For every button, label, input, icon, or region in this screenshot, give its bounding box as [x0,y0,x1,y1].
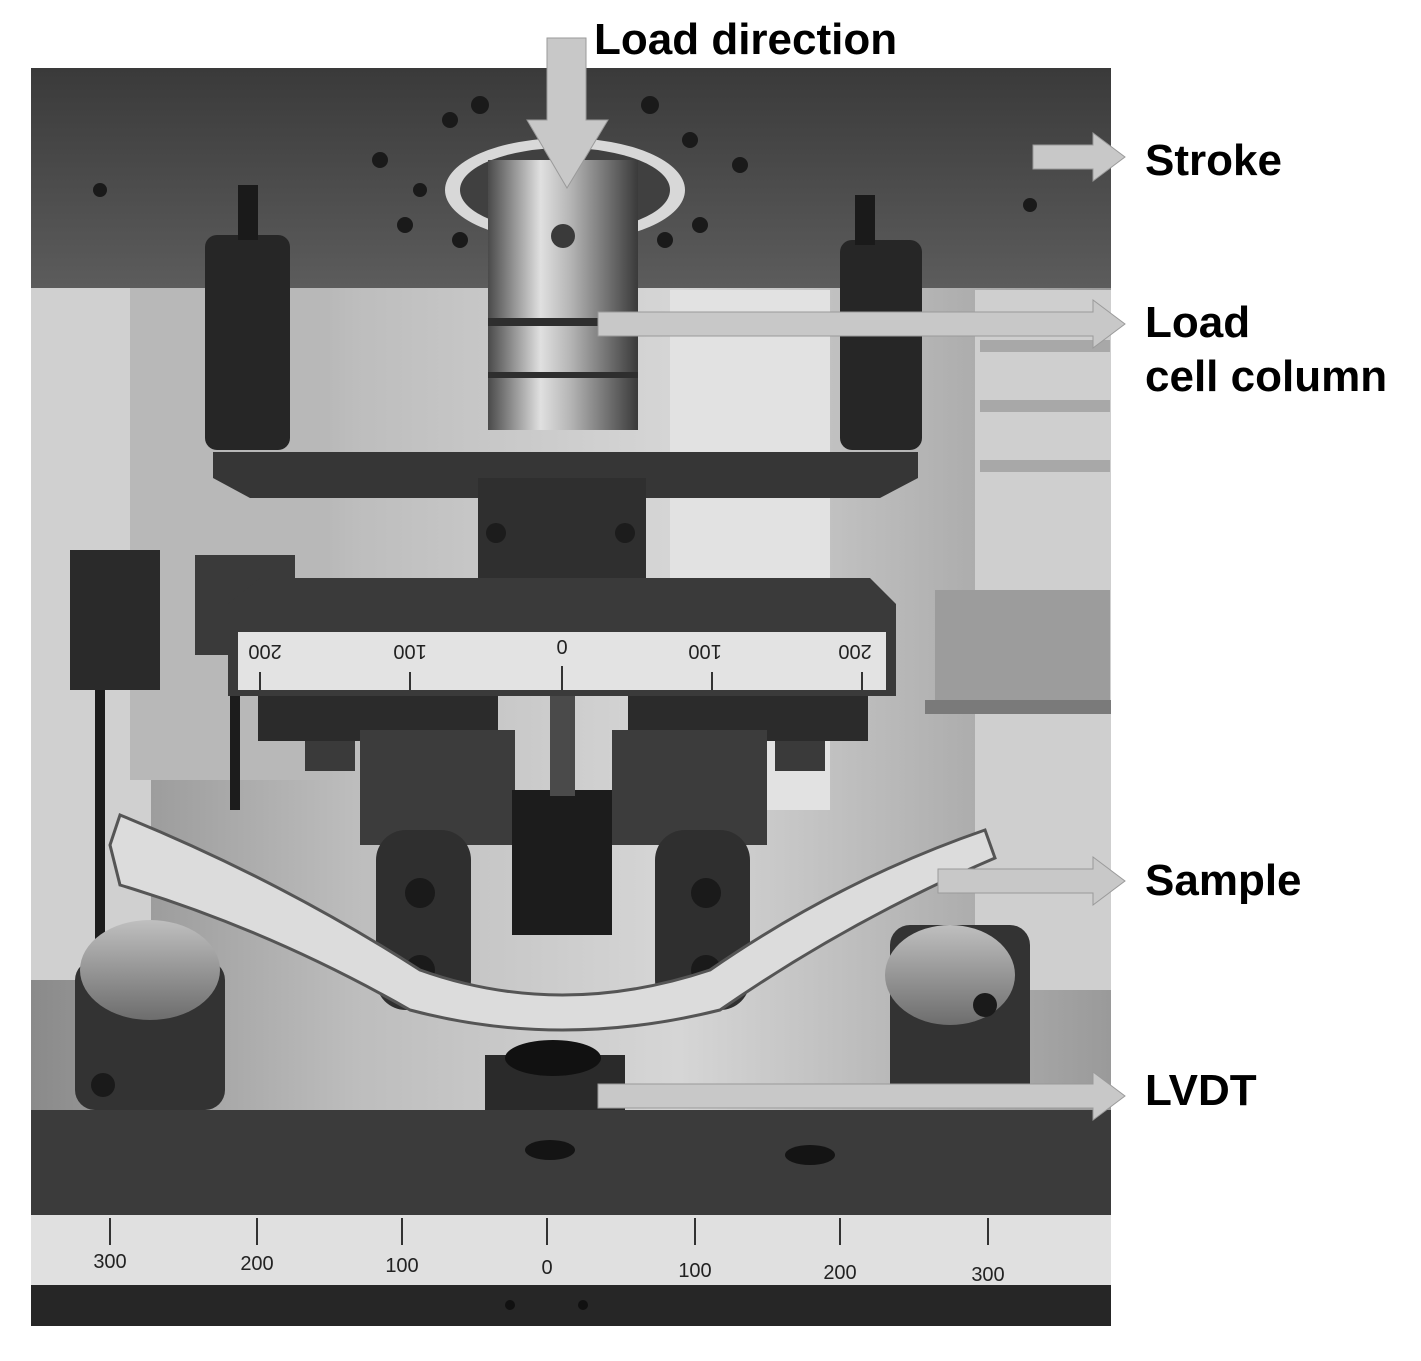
lvdt-arrow [597,1071,1126,1121]
lower-tick-200-left: 200 [240,1253,273,1275]
upper-tick-200-left: 200 [248,640,281,662]
label-stroke: Stroke [1145,136,1282,185]
upper-tick-0: 0 [556,637,567,659]
sample-arrow [937,856,1126,906]
stroke-arrow [1032,132,1126,182]
sample-beam [108,813,997,1032]
load-direction-arrow [526,37,609,189]
lower-scale [31,1215,1111,1285]
annotation-arrows [526,37,1126,1121]
lower-tick-0: 0 [541,1257,552,1279]
lower-tick-300-left: 300 [93,1251,126,1273]
lower-tick-300-right: 300 [971,1264,1004,1286]
lower-tick-100-right: 100 [678,1260,711,1282]
label-load-direction: Load direction [594,15,898,64]
label-sample: Sample [1145,856,1302,905]
lower-tick-200-right: 200 [823,1262,856,1284]
photo: 200 100 0 100 200 [31,68,1111,1326]
upper-tick-200-right: 200 [838,640,871,662]
lower-tick-100-left: 100 [385,1255,418,1277]
label-load-cell-line2: cell column [1145,352,1388,401]
label-lvdt: LVDT [1145,1066,1257,1115]
label-load-cell-line1: Load [1145,298,1251,347]
upper-tick-100-right: 100 [688,640,721,662]
load-cell-arrow [597,299,1126,349]
upper-tick-100-left: 100 [393,640,426,662]
